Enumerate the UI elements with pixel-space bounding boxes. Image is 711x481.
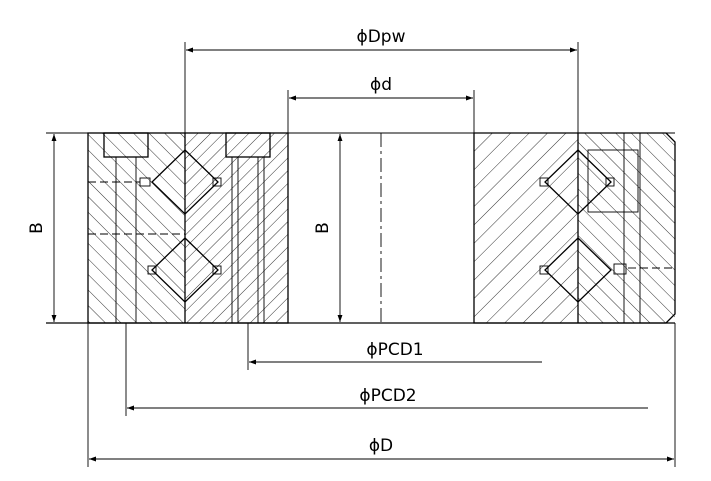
dim-outer-d: ϕD xyxy=(87,323,676,467)
dim-b-left: B xyxy=(27,134,57,322)
dim-d: ϕd xyxy=(287,75,475,133)
right-inner-ring-hatch xyxy=(474,133,578,323)
left-outer-ring-hatch xyxy=(88,133,185,323)
dpw-label: ϕDpw xyxy=(357,27,406,47)
pcd1-label: ϕPCD1 xyxy=(366,340,423,360)
b-inner-label: B xyxy=(313,222,333,234)
left-inner-ring-hatch xyxy=(185,133,288,323)
left-ring-section xyxy=(87,132,289,324)
pcd2-label: ϕPCD2 xyxy=(359,386,416,406)
b-left-label: B xyxy=(27,222,47,234)
right-outer-ring-hatch xyxy=(578,133,675,323)
outer-d-label: ϕD xyxy=(369,436,393,456)
dim-pcd1: ϕPCD1 xyxy=(247,323,542,370)
dim-pcd2: ϕPCD2 xyxy=(125,323,648,416)
dim-b-inner: B xyxy=(313,134,343,322)
right-ring-section xyxy=(473,132,676,324)
right-grease-plug xyxy=(613,263,627,275)
dim-dpw: ϕDpw xyxy=(184,27,579,133)
d-label: ϕd xyxy=(370,75,392,95)
